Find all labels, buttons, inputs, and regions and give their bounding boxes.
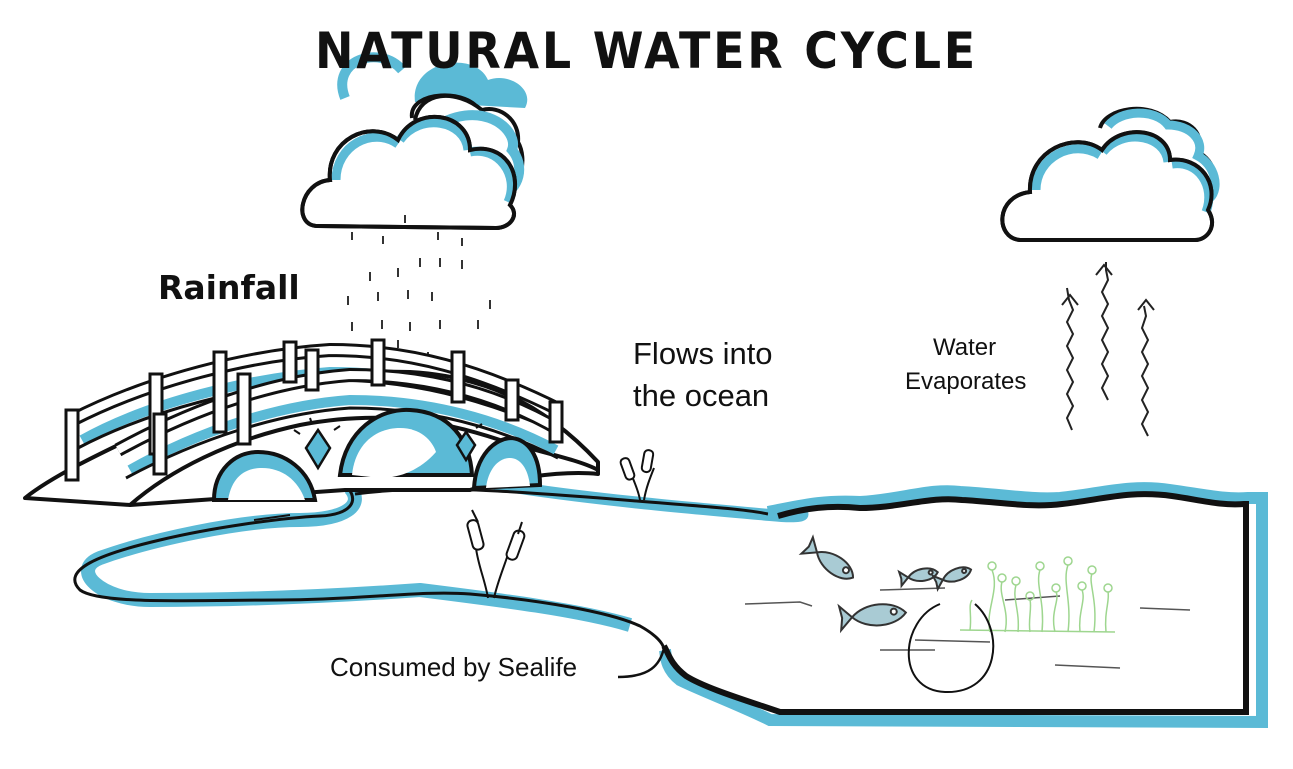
- cattails-bank: [619, 449, 655, 501]
- rain-cloud: [300, 52, 528, 231]
- fish-2: [837, 603, 908, 634]
- fish-1: [798, 534, 855, 580]
- fish-group: [798, 534, 973, 634]
- diagram-title: NATURAL WATER CYCLE: [315, 22, 978, 80]
- consumed-by-sealife-label: Consumed by Sealife: [330, 652, 578, 682]
- cattails-river: [466, 509, 526, 599]
- seaweed: [959, 556, 1116, 633]
- evaporates-label-line2: Evaporates: [905, 368, 1027, 395]
- bridge: [23, 338, 600, 507]
- evaporation-arrows: [1061, 262, 1155, 437]
- flows-label-line2: the ocean: [633, 378, 770, 413]
- evaporation-cloud: [1000, 106, 1220, 242]
- rainfall-label: Rainfall: [158, 268, 300, 307]
- evaporates-label-line1: Water: [933, 334, 997, 361]
- fish-4: [930, 566, 973, 592]
- ocean-ripples: [744, 587, 1191, 669]
- flows-label-line1: Flows into: [633, 336, 773, 371]
- bubble-outline: [907, 603, 995, 694]
- fish-3: [897, 567, 939, 589]
- ocean-basin: [659, 482, 1268, 729]
